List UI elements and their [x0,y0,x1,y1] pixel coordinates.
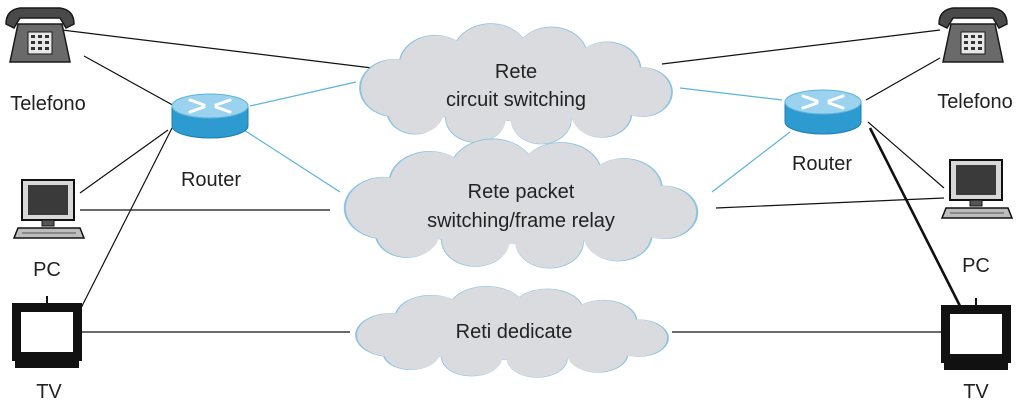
router-icon [170,92,250,140]
right-phone-label: Telefono [937,91,1013,113]
left-router-label: Router [181,169,241,191]
cloud-packet-switching [343,138,699,269]
router-icon [783,88,863,136]
link-right-pc-packet [715,197,945,209]
right-router-label: Router [792,153,852,175]
link-right-phone-circuit [661,29,941,65]
cloud-circuit-switching [359,23,673,145]
link-left-phone-router [83,55,179,109]
link-right-router-packet [711,131,791,193]
link-right-pc-router [867,121,945,189]
telephone-icon [5,7,75,63]
telephone-icon [938,7,1008,63]
left-phone-label: Telefono [10,93,86,115]
link-left-tv-router [79,127,173,311]
links [61,29,962,333]
right-pc-label: PC [962,255,990,277]
right-tv-label: TV [963,381,989,403]
link-left-phone-circuit [61,29,373,69]
link-left-pc-router [79,129,169,194]
link-right-phone-router [865,57,941,101]
pc-icon [13,179,85,239]
link-right-router-circuit [679,87,783,101]
pc-icon [941,159,1013,219]
cloud-packet-label-line1: Rete packet [468,181,575,203]
link-right-tv-router [868,127,962,307]
tv-icon [12,295,82,369]
tv-icon [941,297,1011,371]
link-left-router-circuit [249,81,357,107]
left-tv-label: TV [36,381,62,403]
cloud-dedicated-label: Reti dedicate [456,321,573,343]
cloud-circuit-label-line2: circuit switching [446,89,586,111]
cloud-circuit-label-line1: Rete [495,61,537,83]
link-left-router-packet [243,129,341,193]
cloud-packet-label-line2: switching/frame relay [427,210,615,232]
left-pc-label: PC [33,259,61,281]
